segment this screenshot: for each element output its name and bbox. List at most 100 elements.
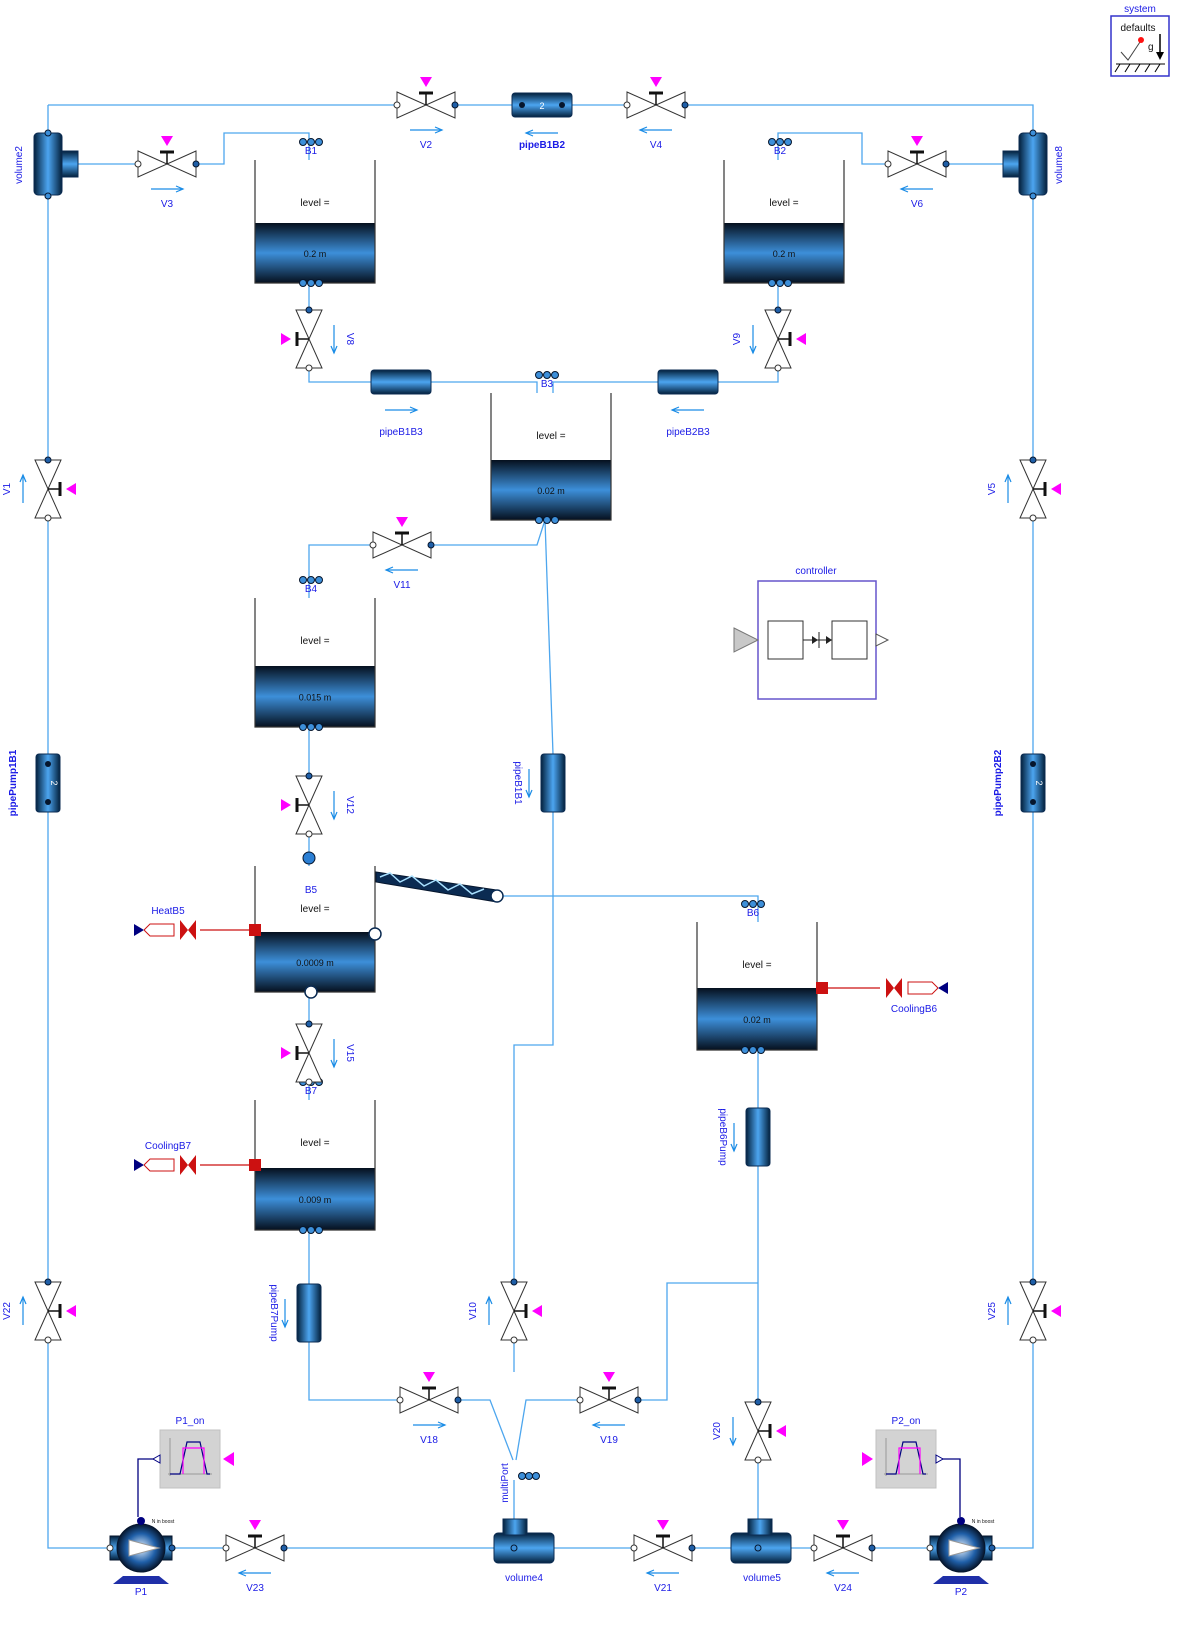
valve-label: V24 bbox=[834, 1583, 852, 1594]
valve-v15[interactable]: V15 bbox=[281, 1020, 355, 1086]
valve-v12[interactable]: V12 bbox=[281, 772, 355, 838]
valve-v3[interactable]: V3 bbox=[134, 136, 200, 210]
actuator-icon bbox=[161, 136, 173, 146]
tank-b4[interactable]: level =0.015 mB4 bbox=[254, 576, 376, 731]
valve-v25[interactable]: V25 bbox=[987, 1278, 1061, 1344]
actuator-icon bbox=[423, 1372, 435, 1382]
pipe-pipepump2b2[interactable]: 2 pipePump2B2 bbox=[993, 749, 1046, 816]
valve-v6[interactable]: V6 bbox=[884, 136, 950, 210]
valve-v19[interactable]: V19 bbox=[576, 1372, 642, 1446]
heat-source-heatb5[interactable]: HeatB5 bbox=[134, 906, 261, 940]
actuator-icon bbox=[837, 1520, 849, 1530]
tank-level-value: 0.02 m bbox=[743, 1015, 771, 1025]
pipe-label: pipeB1B3 bbox=[379, 427, 423, 438]
tank-level-value: 0.0009 m bbox=[296, 958, 334, 968]
valve-label: V20 bbox=[712, 1422, 723, 1440]
valve-v2[interactable]: V2 bbox=[393, 77, 459, 151]
volume4[interactable]: volume4 bbox=[493, 1518, 555, 1584]
pipe-pipeb7pump[interactable]: pipeB7Pump bbox=[268, 1283, 322, 1343]
volume5[interactable]: volume5 bbox=[730, 1518, 792, 1584]
tank-b3[interactable]: level =0.02 mB3 bbox=[490, 371, 612, 524]
pipe-pipeb6pump[interactable]: pipeB6Pump bbox=[717, 1107, 771, 1167]
tank-name: B1 bbox=[305, 146, 318, 157]
trapezoid-source-p1-on[interactable]: P1_on bbox=[151, 1416, 234, 1489]
tank-name: B6 bbox=[747, 908, 760, 919]
pipe-label: pipePump2B2 bbox=[993, 749, 1004, 816]
actuator-icon bbox=[911, 136, 923, 146]
valve-v22[interactable]: V22 bbox=[2, 1278, 76, 1344]
actuator-icon bbox=[66, 483, 76, 495]
valve-v9[interactable]: V9 bbox=[732, 306, 806, 372]
volume5-label: volume5 bbox=[743, 1573, 781, 1584]
trapezoid-source-p2-on[interactable]: P2_on bbox=[862, 1416, 945, 1489]
tube-b5-b6[interactable] bbox=[375, 871, 504, 903]
actuator-icon bbox=[420, 77, 432, 87]
valve-label: V9 bbox=[732, 332, 743, 345]
valve-label: V11 bbox=[393, 580, 410, 591]
valve-v4[interactable]: V4 bbox=[623, 77, 689, 151]
tank-level-label: level = bbox=[300, 904, 329, 915]
pipe-pipeb2b3[interactable]: pipeB2B3 bbox=[657, 369, 719, 438]
tank-b1[interactable]: level = 0.2 m B1 bbox=[254, 138, 376, 287]
heat-label: CoolingB6 bbox=[891, 1004, 938, 1015]
valve-label: V3 bbox=[161, 199, 174, 210]
tank-b6[interactable]: level =0.02 mB6 bbox=[696, 900, 818, 1054]
valve-label: V8 bbox=[344, 333, 355, 346]
valve-v11[interactable]: V11 bbox=[369, 517, 435, 591]
tank-level-label: level = bbox=[300, 198, 329, 209]
controller-block[interactable]: controller bbox=[733, 566, 890, 700]
heat-source-coolingb6[interactable]: CoolingB6 bbox=[816, 978, 948, 1015]
tank-level-value: 0.2 m bbox=[773, 249, 796, 259]
pipe-node-count: 2 bbox=[1034, 780, 1044, 785]
valve-label: V1 bbox=[2, 482, 13, 495]
valve-v18[interactable]: V18 bbox=[396, 1372, 462, 1446]
valve-v21[interactable]: V21 bbox=[630, 1520, 696, 1594]
actuator-icon bbox=[281, 333, 291, 345]
actuator-icon bbox=[281, 799, 291, 811]
fluid-connections bbox=[47, 104, 1034, 1549]
valve-label: V2 bbox=[420, 140, 433, 151]
heat-source-coolingb7[interactable]: CoolingB7 bbox=[134, 1141, 261, 1175]
tank-b5[interactable]: level =0.0009 mB5 bbox=[254, 866, 382, 999]
tank-b2[interactable]: level = 0.2 m B2 bbox=[723, 138, 845, 287]
valve-v1[interactable]: V1 bbox=[2, 456, 76, 522]
tank-level-value: 0.2 m bbox=[304, 249, 327, 259]
system-block[interactable]: system defaults g bbox=[1110, 4, 1170, 77]
valve-label: V12 bbox=[344, 796, 355, 814]
multiport[interactable]: multiPort bbox=[500, 1463, 540, 1503]
volume2-label: volume2 bbox=[14, 146, 25, 184]
volume2[interactable]: volume2 bbox=[14, 129, 79, 200]
actuator-icon bbox=[281, 1047, 291, 1059]
pump-caption: N in boost bbox=[152, 1519, 175, 1525]
valve-v10[interactable]: V10 bbox=[468, 1278, 542, 1344]
pipe-label: pipeB7Pump bbox=[268, 1284, 279, 1342]
tank-name: B2 bbox=[774, 146, 787, 157]
valve-v20[interactable]: V20 bbox=[712, 1398, 786, 1464]
valve-label: V18 bbox=[420, 1435, 438, 1446]
actuator-icon bbox=[796, 333, 806, 345]
sources-layer: P1_on P2_on bbox=[151, 1416, 945, 1489]
tank-level-label: level = bbox=[769, 198, 798, 209]
valve-v8[interactable]: V8 bbox=[281, 306, 355, 372]
source-label: P1_on bbox=[176, 1416, 205, 1427]
tank-b7[interactable]: level =0.009 mB7 bbox=[254, 1078, 376, 1234]
valve-label: V19 bbox=[600, 1435, 618, 1446]
valve-v24[interactable]: V24 bbox=[810, 1520, 876, 1594]
controller-title: controller bbox=[795, 566, 837, 577]
heat-label: HeatB5 bbox=[151, 906, 185, 917]
pipe-pipeb1b1[interactable]: pipeB1B1 bbox=[512, 753, 566, 813]
tank-b5-port bbox=[302, 851, 316, 865]
input-icon bbox=[223, 1452, 234, 1466]
system-defaults-label: defaults bbox=[1120, 23, 1155, 34]
pipe-pipeb1b3[interactable]: pipeB1B3 bbox=[370, 369, 432, 438]
valve-label: V5 bbox=[987, 482, 998, 495]
valve-v5[interactable]: V5 bbox=[987, 456, 1061, 522]
valve-v23[interactable]: V23 bbox=[222, 1520, 288, 1594]
pipe-label: pipeB1B2 bbox=[519, 140, 566, 151]
volume8[interactable]: volume8 bbox=[1002, 129, 1065, 200]
